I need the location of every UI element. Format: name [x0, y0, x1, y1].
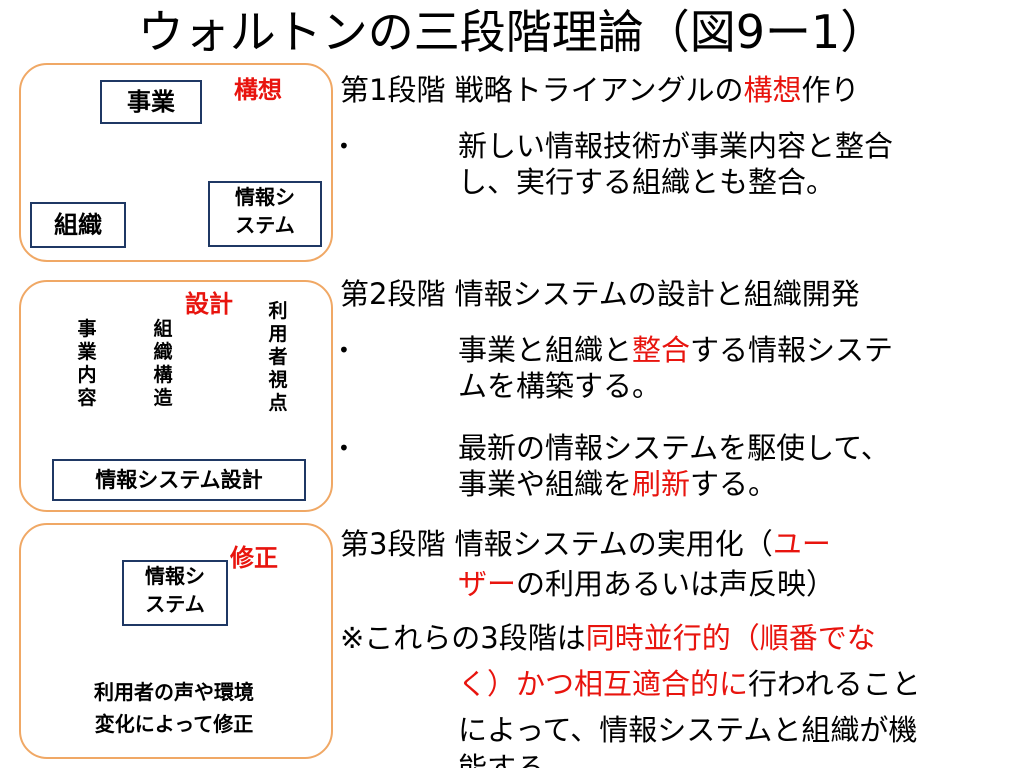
box-organization: 組織 — [30, 202, 126, 248]
note-line4: 能する。 — [458, 751, 575, 768]
box-infosys-revision: 情報シ ステム — [122, 560, 228, 626]
arrow-text-organization: 組織構造 — [153, 318, 173, 409]
stage2-bullet1-line1: 事業と組織と整合する情報システ — [458, 333, 894, 367]
arrow-text-business: 事業内容 — [77, 318, 97, 409]
infosys-line1: 情報シ — [235, 185, 295, 209]
arrow-text-user: 利用者視点 — [268, 300, 288, 414]
box-infosys: 情報シ ステム — [208, 181, 322, 247]
stage2-bullet1-line2: ムを構築する。 — [458, 369, 662, 403]
label-concept: 構想 — [234, 76, 282, 104]
revision-caption: 利用者の声や環境 変化によって修正 — [94, 680, 254, 736]
label-revision: 修正 — [230, 544, 278, 572]
stage1-heading: 第1段階 戦略トライアングルの構想作り — [340, 73, 860, 107]
note-line1: ※これらの3段階は同時並行的（順番でな — [340, 621, 876, 655]
stage1-bullet-line1: 新しい情報技術が事業内容と整合 — [458, 129, 894, 163]
bullet: • — [338, 436, 350, 460]
box-business: 事業 — [100, 80, 202, 124]
bullet: • — [338, 338, 350, 362]
label-design: 設計 — [185, 290, 233, 318]
box-infosys-design: 情報システム設計 — [52, 459, 306, 501]
slide-title: ウォルトンの三段階理論（図9ー1） — [137, 5, 887, 59]
stage1-bullet-line2: し、実行する組織とも整合。 — [458, 165, 836, 199]
note-line2: く）かつ相互適合的に行われること — [458, 667, 921, 701]
stage3-line2: ザーの利用あるいは声反映） — [458, 567, 836, 601]
stage2-heading: 第2段階 情報システムの設計と組織開発 — [340, 277, 860, 311]
note-line3: によって、情報システムと組織が機 — [458, 713, 918, 747]
stage2-bullet2-line1: 最新の情報システムを駆使して、 — [458, 431, 890, 465]
infosys-line2: ステム — [235, 213, 295, 237]
bullet: • — [338, 134, 350, 158]
stage2-bullet2-line2: 事業や組織を刷新する。 — [458, 467, 778, 501]
stage3-heading: 第3段階 情報システムの実用化（ユー — [340, 527, 831, 561]
